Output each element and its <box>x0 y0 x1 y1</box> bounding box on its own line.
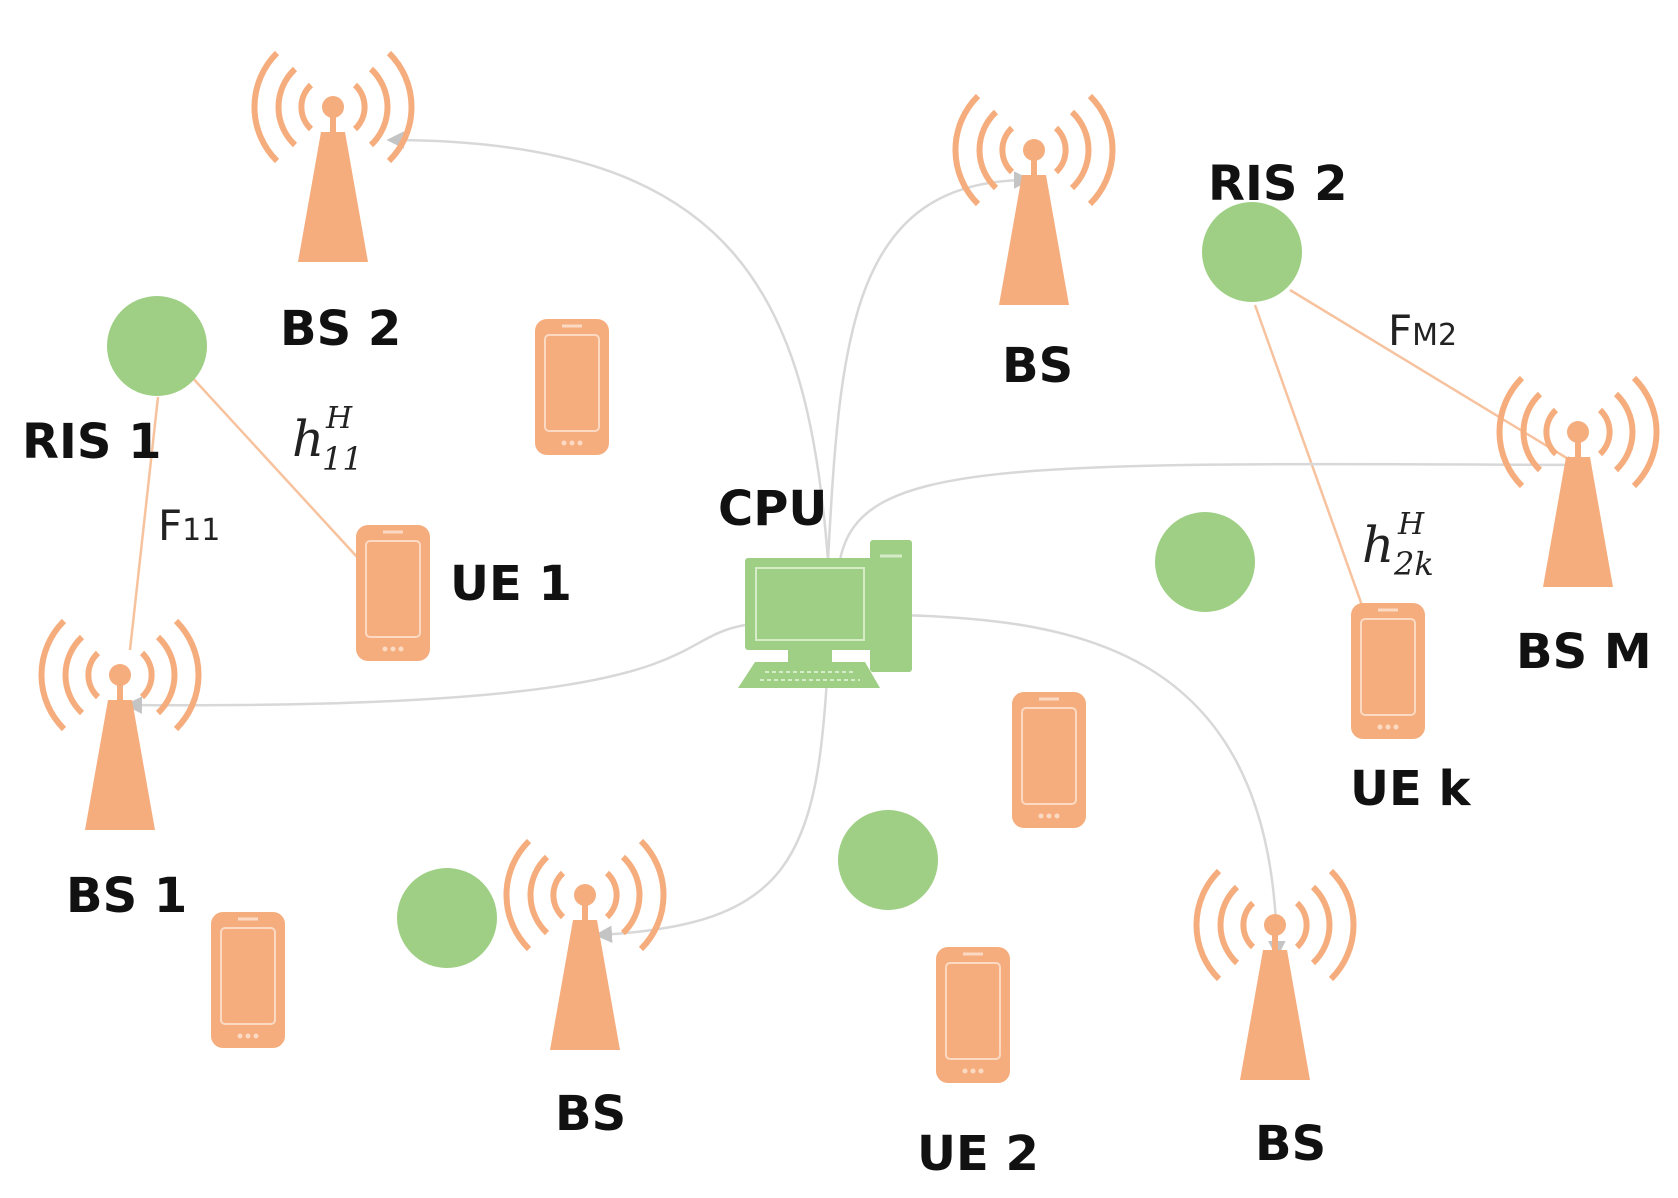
f11-base: F <box>158 501 182 550</box>
link-cpu-bs-bottom-right <box>899 613 1286 959</box>
cpu-computer-icon <box>738 540 912 688</box>
h2k-base: h <box>1362 516 1394 574</box>
base-station-bs-2 <box>254 53 411 262</box>
link-cpu-bs2 <box>386 131 830 561</box>
label-channel-h11: h H 11 <box>292 401 363 478</box>
link-cpu-bs-bottom-mid <box>594 659 830 944</box>
ue-phone-icon <box>209 910 287 1050</box>
h11-superscript: H <box>325 401 353 436</box>
ris-circle-bottom-left <box>397 868 497 968</box>
label-channel-fm2: FM2 <box>1388 306 1457 355</box>
label-bs-m: BS M <box>1516 624 1652 680</box>
channel-f11-line <box>128 396 160 651</box>
ue-2-phone-icon <box>934 945 1012 1085</box>
label-cpu: CPU <box>718 481 827 537</box>
h11-base: h <box>292 410 324 468</box>
ue-k-phone-icon <box>1349 601 1427 741</box>
bs-1-tower-icon <box>41 621 198 830</box>
label-bs-top: BS <box>1002 338 1073 394</box>
base-station-bs-m <box>1499 378 1656 587</box>
ris-2-circle <box>1202 202 1302 302</box>
fm2-subscript: M2 <box>1412 318 1457 353</box>
channel-h11-line <box>189 374 359 559</box>
h2k-superscript: H <box>1397 507 1425 542</box>
label-ue-k: UE k <box>1350 761 1471 817</box>
label-bs-2: BS 2 <box>280 301 401 357</box>
label-channel-h2k: h H 2k <box>1362 507 1434 583</box>
ue-1-phone-icon <box>354 523 432 663</box>
label-ris-2: RIS 2 <box>1208 156 1348 212</box>
h2k-subscript: 2k <box>1393 545 1434 583</box>
ue-phone-icon <box>1010 690 1088 830</box>
h11-subscript: 11 <box>322 440 363 478</box>
base-station-bs-top <box>955 96 1112 305</box>
label-bs-bottom-mid: BS <box>555 1086 626 1142</box>
base-station-bs-bottom-mid <box>506 841 663 1050</box>
ris-circle-center-bottom <box>838 810 938 910</box>
link-cpu-bs1 <box>124 623 746 714</box>
bs-m-tower-icon <box>1499 378 1656 587</box>
ris-1-circle <box>107 296 207 396</box>
bs-top-tower-icon <box>955 96 1112 305</box>
f11-subscript: 11 <box>182 513 220 548</box>
bs-2-tower-icon <box>254 53 411 262</box>
bs-bottom-mid-tower-icon <box>506 841 663 1050</box>
label-bs-bottom-right: BS <box>1255 1116 1326 1172</box>
link-cpu-bs-top <box>826 171 1032 561</box>
channel-fm2-line <box>1289 288 1571 462</box>
label-ris-1: RIS 1 <box>22 414 162 470</box>
label-channel-f11: F11 <box>158 501 220 550</box>
ue-phone-icon <box>533 317 611 457</box>
base-station-bs-1 <box>41 621 198 830</box>
ris-circle-center-right <box>1155 512 1255 612</box>
backhaul-links <box>124 131 1586 959</box>
label-bs-1: BS 1 <box>66 868 187 924</box>
label-ue-1: UE 1 <box>450 556 572 612</box>
label-ue-2: UE 2 <box>917 1126 1039 1182</box>
link-cpu-bsm <box>838 456 1586 561</box>
fm2-base: F <box>1388 306 1412 355</box>
